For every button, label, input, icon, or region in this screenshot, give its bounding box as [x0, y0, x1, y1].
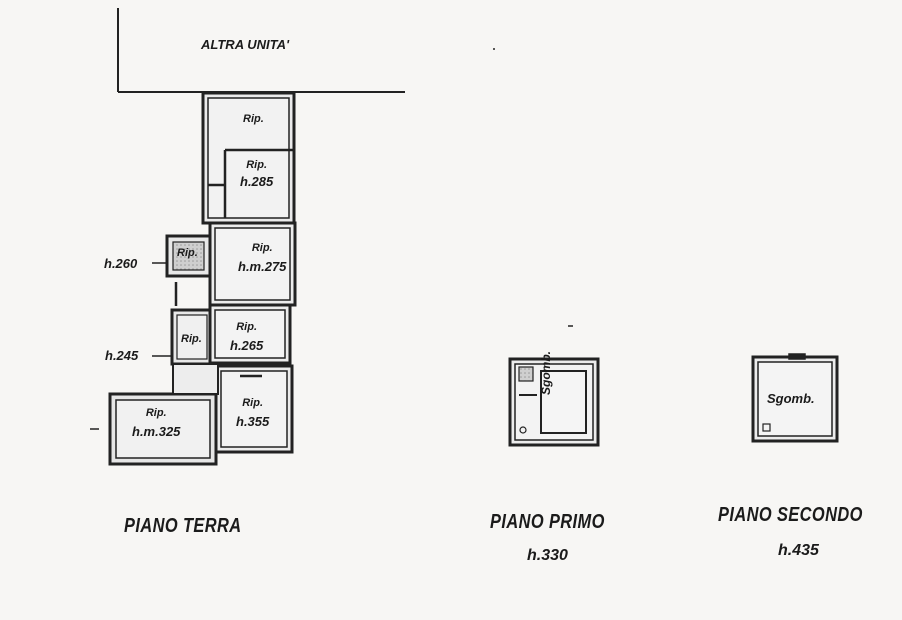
second-floor-title: PIANO SECONDO	[718, 504, 863, 526]
side-height-label: h.260	[104, 256, 138, 271]
side-height-label: h.245	[105, 348, 139, 363]
room-name: Rip.	[243, 113, 264, 125]
room-name: Rip.	[181, 333, 202, 345]
room-height: h.m.325	[132, 424, 181, 439]
first-floor-title: PIANO PRIMO	[490, 511, 605, 533]
room-label: Rip. h.285	[240, 159, 274, 189]
room-height: h.355	[236, 414, 270, 429]
dimension-leaders	[90, 262, 172, 430]
room-height: h.285	[240, 174, 274, 189]
second-floor-height: h.435	[778, 542, 819, 559]
room-label: Rip. h.m.325	[132, 407, 181, 439]
ground-floor-partitions	[174, 148, 295, 378]
room-name: Rip.	[177, 247, 198, 259]
room-label: Rip. h.265	[230, 321, 264, 353]
room-label: Rip. h.m.275	[238, 242, 287, 274]
second-floor-room-label: Sgomb.	[767, 391, 815, 406]
scan-marks	[493, 48, 573, 327]
room-label: Rip.	[177, 248, 198, 259]
room-height: h.265	[230, 338, 264, 353]
room-name: Rip.	[251, 242, 273, 254]
room-name: Rip.	[242, 397, 264, 409]
room-height: h.m.275	[238, 259, 287, 274]
adjacent-unit-label: ALTRA UNITA'	[201, 37, 290, 52]
room-name: Rip.	[236, 321, 258, 333]
room-label: Rip. h.355	[236, 397, 270, 429]
first-floor-walls	[508, 357, 600, 447]
ground-floor-title: PIANO TERRA	[124, 515, 242, 537]
second-floor-walls	[751, 353, 839, 443]
room-name: Rip.	[246, 159, 268, 171]
first-floor-room-label: Sgomb.	[539, 351, 553, 395]
room-label: Rip.	[181, 334, 202, 345]
first-floor-height: h.330	[527, 547, 568, 564]
room-name: Rip.	[145, 407, 167, 419]
room-label: Rip.	[243, 114, 264, 125]
ground-floor-walls	[108, 91, 297, 466]
